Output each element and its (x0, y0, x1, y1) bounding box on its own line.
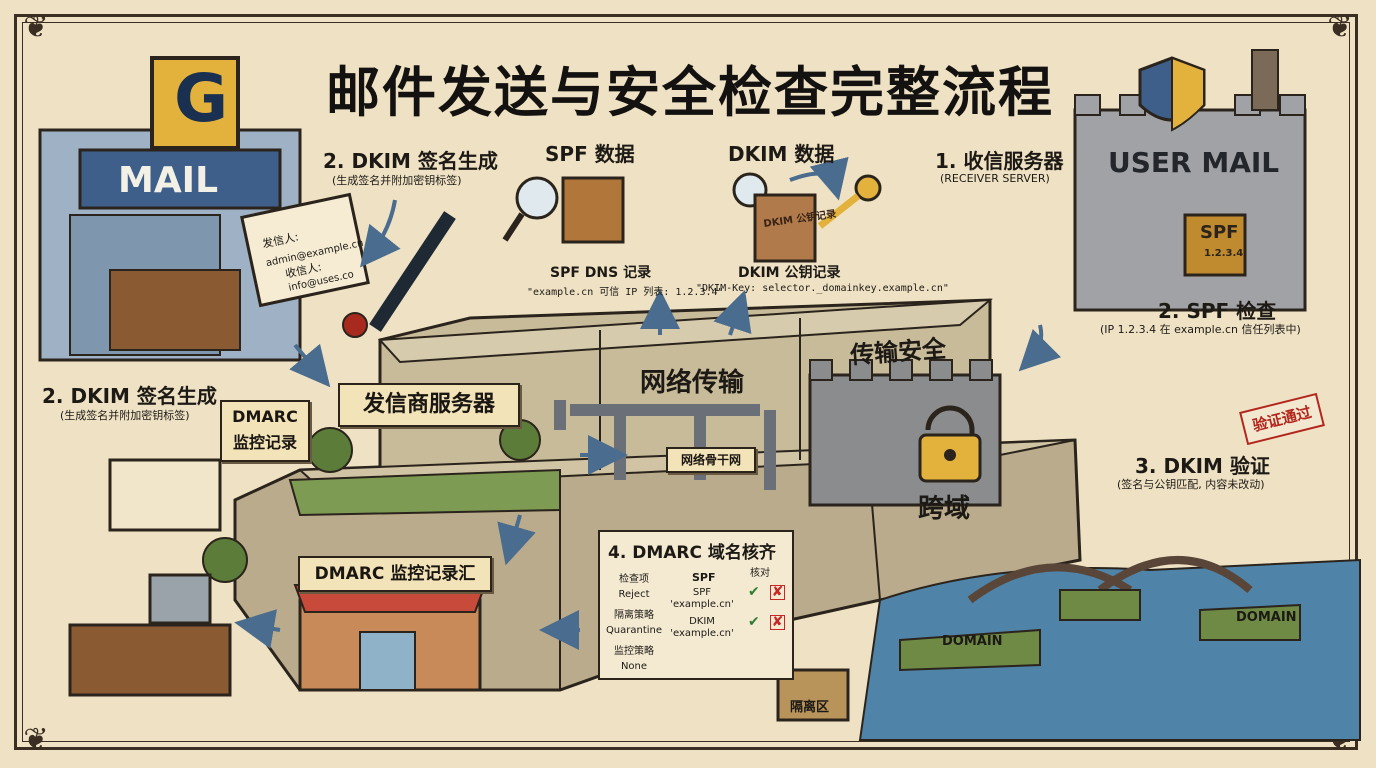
spf-dns-label: SPF DNS 记录 (550, 265, 652, 281)
dmarc-card-title: 4. DMARC 域名核齐 (608, 543, 776, 563)
row-0-cross-icon: ✘ (770, 584, 785, 600)
dkim-key-label: DKIM 公钥记录 (738, 265, 841, 281)
row-0-label-cn: 检查项 (619, 574, 649, 585)
mail-sign: MAIL (118, 160, 219, 201)
dkim-data-icons (732, 172, 882, 263)
spf-book-label: SPF (1200, 222, 1239, 243)
quarantine-label: 隔离区 (790, 700, 830, 715)
transport-security-label: 传输安全 (849, 334, 948, 370)
spf-data-icons (502, 176, 625, 244)
sender-server-sign: 发信商服务器 (338, 383, 520, 427)
row-2-label-cn: 监控策略 (614, 646, 654, 657)
envelope-icon (240, 192, 370, 338)
spf-dns-value: "example.cn 可信 IP 列表: 1.2.3.4" (527, 287, 724, 298)
spf-book-icon (1183, 213, 1247, 277)
col-header-verify: 核对 (750, 568, 770, 579)
dkim-gen-left-label: 2. DKIM 签名生成 (42, 384, 217, 408)
corner-ornament-icon: ❦ (23, 10, 49, 45)
dkim-data-label: DKIM 数据 (728, 142, 835, 166)
receiver-label: 1. 收信服务器 (935, 149, 1064, 173)
grass-area (288, 468, 561, 517)
outer-border (14, 14, 1358, 750)
page-title: 邮件发送与安全检查完整流程 (326, 61, 1054, 124)
user-mail-sign: USER MAIL (1108, 146, 1280, 179)
dkim-gen-top-sub: (生成签名并附加密钥标签) (332, 174, 462, 187)
network-transfer-label: 网络传输 (640, 368, 745, 398)
mail-logo: G (174, 60, 229, 137)
river (858, 556, 1361, 741)
ledger-book-icon (108, 458, 222, 532)
spf-data-label: SPF 数据 (545, 142, 635, 166)
row-1-label-cn: 隔离策略 (614, 610, 654, 621)
user-mail-castle (1073, 49, 1307, 312)
row-1-value: DKIM 'example.cn' (670, 616, 734, 639)
domain-right-label: DOMAIN (1236, 610, 1297, 625)
dkim-verify-label: 3. DKIM 验证 (1135, 454, 1270, 478)
dkim-gen-left-sub: (生成签名并附加密钥标签) (60, 409, 190, 422)
row-1-cross-icon: ✘ (770, 614, 785, 630)
pen-icon (369, 211, 456, 332)
backbone-sign: 网络骨干网 (666, 447, 756, 473)
corner-ornament-icon: ❦ (23, 722, 49, 757)
desk-left (68, 623, 232, 697)
dkim-key-value: "DKIM-Key: selector._domainkey.example.c… (696, 283, 949, 294)
inner-border (22, 22, 1350, 742)
corner-ornament-icon: ❦ (1327, 10, 1353, 45)
dmarc-alignment-card: 4. DMARC 域名核齐 SPF 核对 检查项 Reject SPF 'exa… (598, 530, 794, 680)
flow-arrows (234, 156, 1062, 650)
mail-building (38, 56, 302, 362)
spf-book-ip: 1.2.3.4 (1204, 248, 1244, 259)
row-0-check-icon: ✔ (748, 584, 760, 600)
dmarc-shop (293, 584, 487, 692)
dmarc-monitor-sign: DMARC 监控记录 (220, 400, 310, 462)
dmarc-shop-sign: DMARC 监控记录汇 (298, 556, 492, 592)
col-header-spf: SPF (692, 571, 716, 584)
dkim-gen-top-label: 2. DKIM 签名生成 (323, 149, 498, 173)
dkim-verify-sub: (签名与公钥匹配, 内容未改动) (1117, 478, 1265, 491)
receiver-sub: (RECEIVER SERVER) (940, 172, 1050, 185)
row-1-check-icon: ✔ (748, 614, 760, 630)
row-0-label-en: Reject (618, 589, 650, 600)
spf-check-sub: (IP 1.2.3.4 在 example.cn 信任列表中) (1100, 323, 1301, 336)
cross-domain-label: 跨域 (918, 494, 971, 524)
domain-left-label: DOMAIN (942, 634, 1003, 649)
security-fortress (808, 359, 1002, 507)
row-1-label-en: Quarantine (605, 625, 663, 636)
spf-check-label: 2. SPF 检查 (1158, 299, 1277, 323)
row-0-value: SPF 'example.cn' (670, 587, 734, 610)
row-2-label-en: None (620, 661, 648, 672)
